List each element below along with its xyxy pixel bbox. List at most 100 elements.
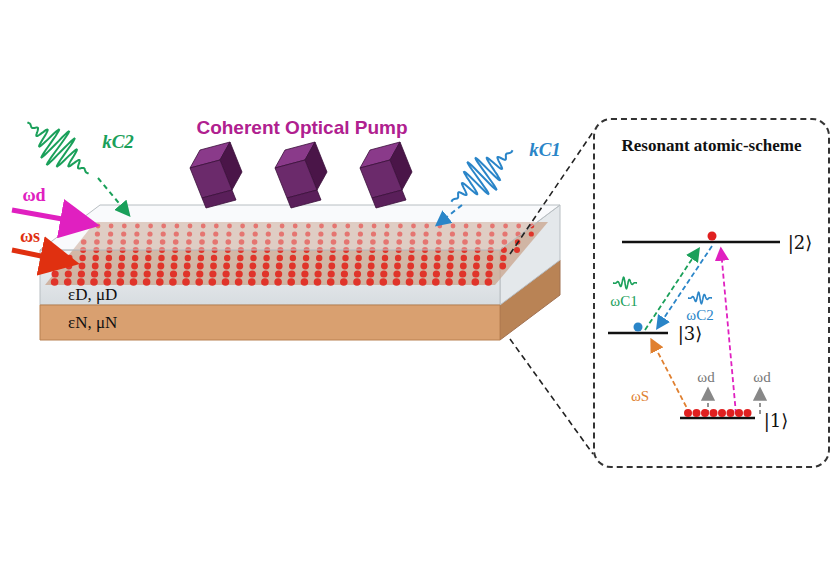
atom-dot [104, 270, 111, 277]
atom-dot [144, 270, 151, 277]
atom-dot [382, 255, 388, 261]
atom-dot [261, 278, 269, 286]
atom-dot [288, 270, 295, 277]
wavevector-label: kC2 [102, 131, 134, 153]
atom-dot [196, 270, 203, 277]
atom-dot [301, 270, 308, 277]
wave-packet [451, 150, 512, 201]
atom-dot [369, 255, 375, 261]
atom-dot [198, 255, 204, 261]
atom-dot [393, 270, 400, 277]
atom-dot [183, 270, 190, 277]
atom-dot [448, 255, 454, 261]
population-dot [684, 409, 692, 417]
atom-dot [303, 255, 309, 261]
atom-dot [171, 255, 177, 261]
atom-dot [77, 278, 85, 286]
population-dot [693, 409, 701, 417]
atom-dot [342, 263, 349, 270]
atom-dot [156, 278, 164, 286]
atom-dot [316, 255, 322, 261]
atom-dot [119, 255, 125, 261]
atom-dot [236, 263, 243, 270]
atom-dot [145, 255, 151, 261]
atom-dot [130, 278, 138, 286]
atom-dot [223, 263, 230, 270]
panel-title: Resonant atomic-scheme [595, 136, 828, 156]
atom-dot [287, 278, 295, 286]
dielectric-top [40, 205, 560, 250]
atom-dot [327, 278, 335, 286]
population-dot [710, 409, 718, 417]
atom-dot [302, 263, 309, 270]
atom-dot [356, 255, 362, 261]
atom-dot [274, 278, 282, 286]
pump-laser [360, 142, 412, 208]
atom-dot [445, 278, 453, 286]
atom-dot [514, 247, 520, 253]
atom-dot [237, 255, 243, 261]
transition-label: ωC1 [610, 293, 637, 310]
transition-arrow [721, 250, 736, 414]
atom-dot [158, 255, 164, 261]
population-dot [718, 409, 726, 417]
atom-dot [461, 255, 467, 261]
pump-lasers [190, 142, 412, 208]
transition-arrow [652, 341, 690, 414]
dielectric-layer: εD, μD [40, 250, 510, 309]
level-label: |3⟩ [678, 323, 703, 344]
atom-dot [118, 263, 125, 270]
atom-dot [275, 270, 282, 277]
atom-dot [460, 263, 467, 270]
layer-label: εN, μN [68, 313, 510, 333]
atom-dot [420, 263, 427, 270]
atom-dot [432, 278, 440, 286]
atom-dot [406, 278, 414, 286]
atom-dot [211, 255, 217, 261]
layer-label: εD, μD [68, 285, 510, 305]
atom-dot [341, 270, 348, 277]
level-label: |1⟩ [764, 410, 789, 431]
wave-packet [688, 292, 712, 303]
atom-dot [263, 263, 270, 270]
pump-laser [275, 142, 327, 208]
atom-dot [434, 255, 440, 261]
atom-dot [340, 278, 348, 286]
atom-dot [103, 278, 111, 286]
atom-dot [419, 278, 427, 286]
atom-dot [353, 278, 361, 286]
level-line [622, 241, 780, 244]
atom-dot [223, 270, 230, 277]
atom-dot [328, 263, 335, 270]
atom-dot [289, 263, 296, 270]
atom-dot [368, 263, 375, 270]
atom-dot [315, 263, 322, 270]
substrate-layer: εN, μN [40, 305, 510, 340]
atom-dot [263, 255, 269, 261]
atom-dot [236, 270, 243, 277]
atom-dot [185, 255, 191, 261]
atom-dot [92, 263, 99, 270]
atom-dot [276, 263, 283, 270]
atom-dot [78, 270, 85, 277]
wave-packet [27, 122, 88, 173]
atom-dot [105, 263, 112, 270]
atom-dot [474, 255, 480, 261]
frequency-label: ωd [22, 185, 45, 206]
drive-arrow [12, 210, 90, 224]
atom-dot [407, 270, 414, 277]
atom-dot [447, 263, 454, 270]
beam-arrow [438, 205, 462, 224]
population-dot [701, 409, 709, 417]
atom-dot [65, 270, 72, 277]
atom-dot [170, 270, 177, 277]
atom-dot [380, 278, 388, 286]
atom-dot [158, 263, 165, 270]
atom-dot [235, 278, 243, 286]
transition-label: ωS [631, 388, 649, 405]
atom-dot [354, 270, 361, 277]
atom-dot [117, 278, 125, 286]
